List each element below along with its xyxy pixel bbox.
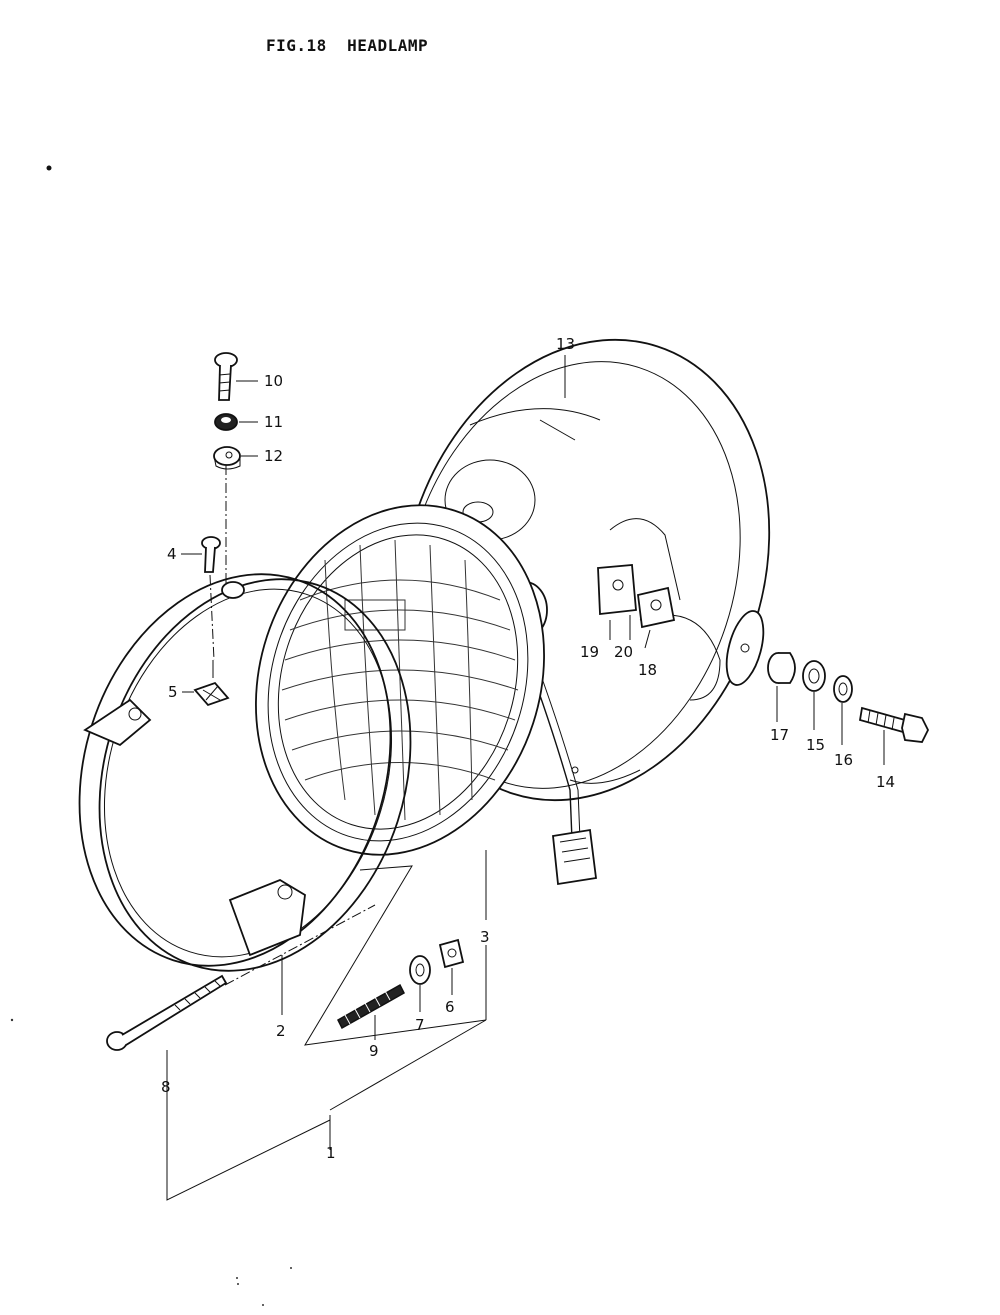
bracket-20: [637, 586, 676, 629]
callout-1: 1: [326, 1144, 336, 1162]
adjusting-screw-8: [106, 974, 228, 1051]
callout-9: 9: [369, 1042, 379, 1060]
callout-6: 6: [445, 998, 455, 1016]
callout-11: 11: [264, 413, 283, 431]
screw-10: [214, 352, 238, 401]
washer-15: [802, 660, 826, 692]
headlamp-rim: [78, 573, 412, 972]
spring-9: [337, 983, 405, 1030]
callout-10: 10: [264, 372, 283, 390]
callout-19: 19: [580, 643, 599, 661]
nut-11: [214, 413, 238, 431]
figure-title: FIG.18 HEADLAMP: [266, 36, 429, 55]
callout-4: 4: [167, 545, 177, 563]
bracket-19: [597, 564, 637, 616]
callout-16: 16: [834, 751, 853, 769]
square-nut-6: [438, 938, 465, 969]
mount-nut: [221, 581, 245, 599]
wire-connector: [552, 828, 598, 886]
leader-lines: [166, 355, 885, 1201]
callout-8: 8: [161, 1078, 171, 1096]
scan-specks: [10, 1018, 292, 1306]
callout-20: 20: [614, 643, 633, 661]
callout-18: 18: [638, 661, 657, 679]
bolt-14: [858, 706, 930, 743]
sealed-beam-unit: [255, 504, 545, 856]
callout-15: 15: [806, 736, 825, 754]
callout-7: 7: [415, 1016, 425, 1034]
callout-5: 5: [168, 683, 178, 701]
callout-13: 13: [556, 335, 575, 353]
washer-7: [409, 955, 431, 985]
callout-14: 14: [876, 773, 895, 791]
clip-5: [193, 681, 230, 707]
callout-3: 3: [480, 928, 490, 946]
callout-17: 17: [770, 726, 789, 744]
screw-4: [201, 536, 221, 573]
callout-labels: 10 11 12 4 5 13 19 20 18 17 15 16 14 3 6…: [161, 335, 895, 1162]
spacer-17: [767, 652, 796, 684]
stray-dot: [46, 165, 52, 171]
callout-2: 2: [276, 1022, 286, 1040]
lock-washer-16: [833, 675, 853, 703]
washer-12: [213, 446, 241, 470]
callout-12: 12: [264, 447, 283, 465]
